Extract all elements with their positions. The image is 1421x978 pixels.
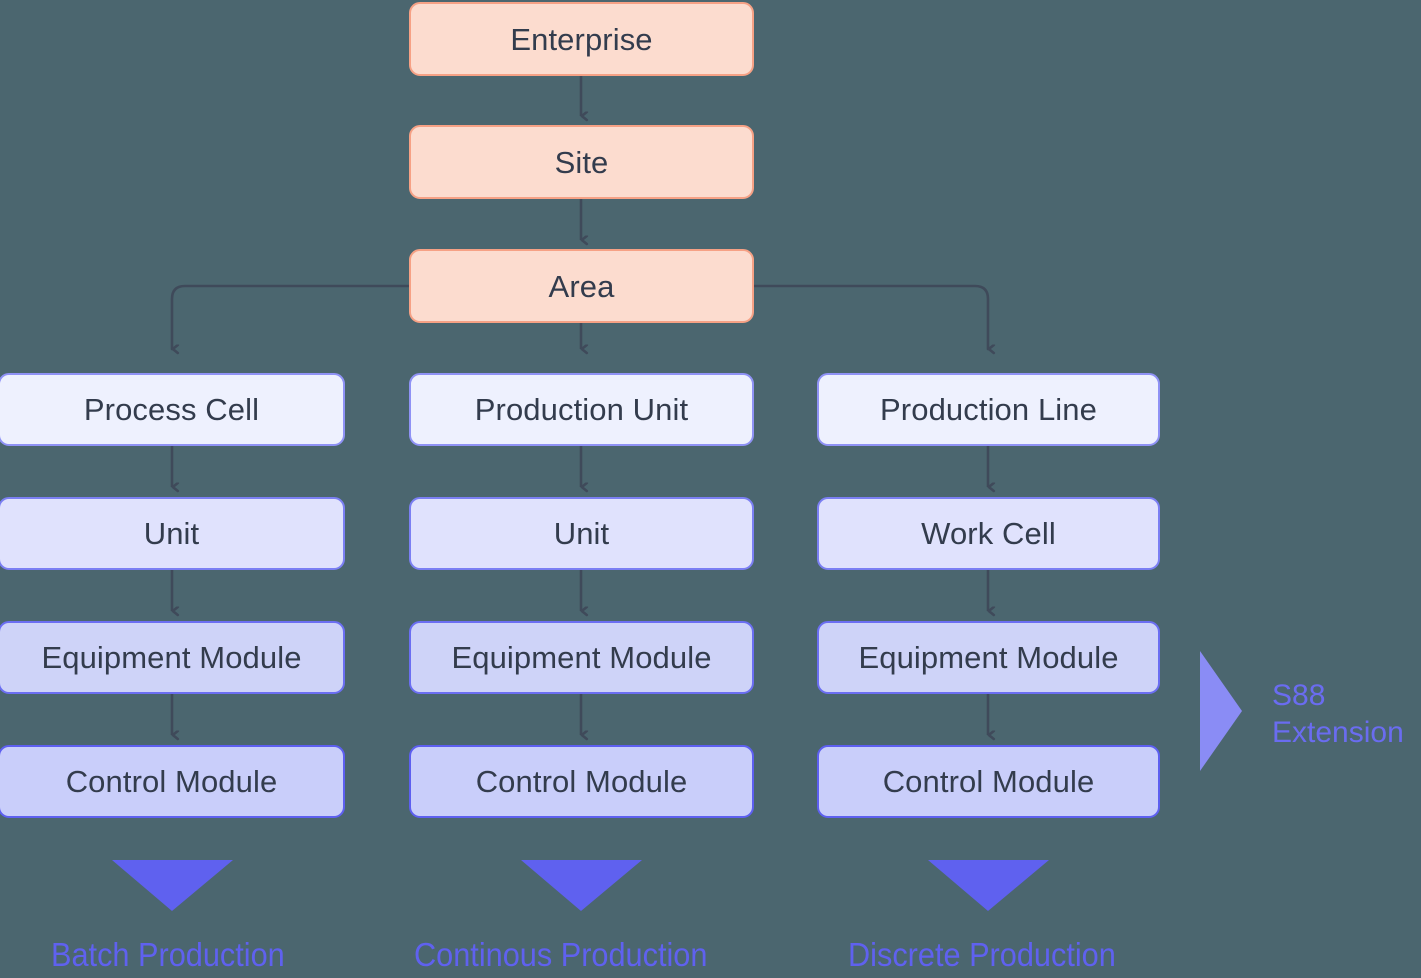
node-site-label: Site bbox=[554, 144, 609, 180]
node-site[interactable]: Site bbox=[409, 125, 754, 199]
node-unit-left-label: Unit bbox=[143, 516, 200, 551]
node-equipment-module-right[interactable]: Equipment Module bbox=[817, 621, 1160, 694]
node-control-module-right-label: Control Module bbox=[882, 764, 1095, 799]
s88-extension-line2: Extension bbox=[1272, 715, 1404, 749]
node-work-cell-label: Work Cell bbox=[921, 516, 1056, 551]
node-production-line[interactable]: Production Line bbox=[817, 373, 1160, 446]
node-work-cell[interactable]: Work Cell bbox=[817, 497, 1160, 570]
edge-area-to-production-line bbox=[752, 284, 988, 349]
node-production-line-label: Production Line bbox=[880, 392, 1097, 427]
node-area[interactable]: Area bbox=[409, 249, 754, 323]
node-unit-left[interactable]: Unit bbox=[0, 497, 345, 570]
node-production-unit[interactable]: Production Unit bbox=[409, 373, 754, 446]
node-equipment-module-left-label: Equipment Module bbox=[41, 640, 302, 675]
node-equipment-module-left[interactable]: Equipment Module bbox=[0, 621, 345, 694]
node-enterprise[interactable]: Enterprise bbox=[409, 2, 754, 76]
outcome-arrow-batch bbox=[112, 860, 233, 911]
outcome-label-discrete: Discrete Production bbox=[848, 936, 1116, 973]
outcome-arrow-continuous bbox=[521, 860, 642, 911]
s88-extension-line1: S88 bbox=[1272, 679, 1326, 712]
node-control-module-middle-label: Control Module bbox=[475, 764, 688, 799]
edge-area-to-process-cell bbox=[170, 284, 411, 349]
node-area-label: Area bbox=[548, 268, 615, 304]
node-control-module-middle[interactable]: Control Module bbox=[409, 745, 754, 818]
node-control-module-left[interactable]: Control Module bbox=[0, 745, 345, 818]
node-control-module-left-label: Control Module bbox=[65, 764, 278, 799]
outcome-label-continuous: Continous Production bbox=[414, 936, 708, 973]
node-equipment-module-middle-label: Equipment Module bbox=[451, 640, 712, 675]
node-unit-middle[interactable]: Unit bbox=[409, 497, 754, 570]
s88-extension-label: S88 Extension bbox=[1272, 678, 1404, 751]
s88-extension-arrow bbox=[1200, 651, 1242, 771]
node-process-cell[interactable]: Process Cell bbox=[0, 373, 345, 446]
node-process-cell-label: Process Cell bbox=[83, 392, 260, 427]
outcome-arrow-discrete bbox=[928, 860, 1049, 911]
node-equipment-module-right-label: Equipment Module bbox=[858, 640, 1119, 675]
outcome-label-batch: Batch Production bbox=[51, 936, 285, 973]
node-unit-middle-label: Unit bbox=[553, 516, 610, 551]
node-enterprise-label: Enterprise bbox=[510, 21, 653, 57]
node-production-unit-label: Production Unit bbox=[474, 392, 689, 427]
node-equipment-module-middle[interactable]: Equipment Module bbox=[409, 621, 754, 694]
node-control-module-right[interactable]: Control Module bbox=[817, 745, 1160, 818]
